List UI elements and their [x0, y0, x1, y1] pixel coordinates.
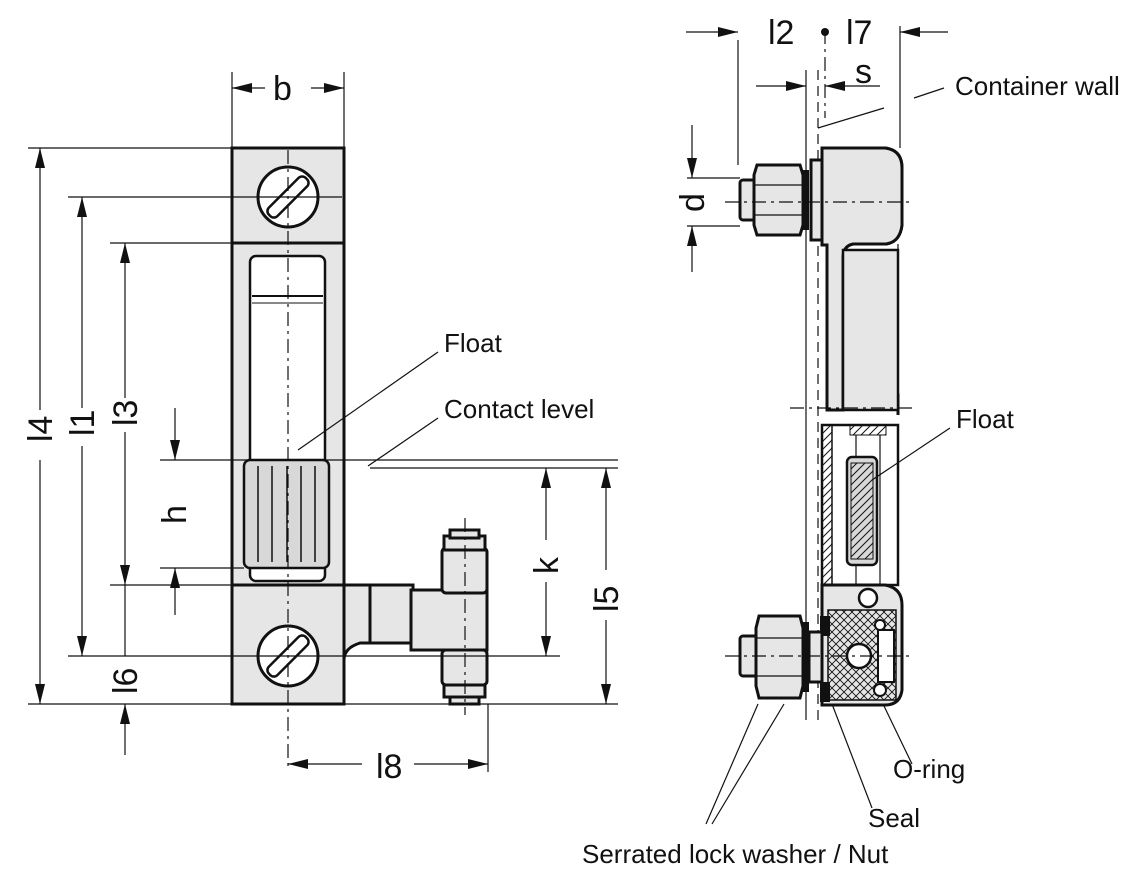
- label-seal: Seal: [868, 803, 920, 833]
- lower-head: [820, 583, 904, 707]
- bottom-nut: [738, 614, 824, 700]
- dim-l1: l1: [64, 410, 102, 436]
- dim-l7: l7: [846, 14, 872, 52]
- dim-l8: l8: [376, 748, 402, 786]
- label-container-wall: Container wall: [955, 71, 1120, 101]
- label-float-right: Float: [956, 404, 1015, 434]
- top-nut: [738, 158, 824, 242]
- dim-l2: l2: [768, 14, 794, 52]
- dim-s: s: [855, 53, 872, 91]
- dim-h: h: [156, 505, 194, 524]
- float-right: [845, 455, 879, 567]
- label-float-left: Float: [444, 328, 503, 358]
- dim-k: k: [528, 556, 566, 574]
- dim-l5: l5: [588, 586, 626, 612]
- label-contact-level: Contact level: [444, 394, 594, 424]
- dim-b: b: [273, 70, 292, 108]
- dim-l6: l6: [107, 668, 145, 694]
- label-o-ring: O-ring: [893, 754, 965, 784]
- contact-connector: [342, 518, 489, 715]
- front-view: [28, 72, 618, 772]
- dim-l3: l3: [107, 400, 145, 426]
- side-view: [686, 26, 951, 825]
- dim-l4: l4: [22, 416, 60, 442]
- dim-d: d: [674, 193, 712, 212]
- label-lock-washer-nut: Serrated lock washer / Nut: [582, 839, 889, 869]
- float-left: [242, 458, 331, 570]
